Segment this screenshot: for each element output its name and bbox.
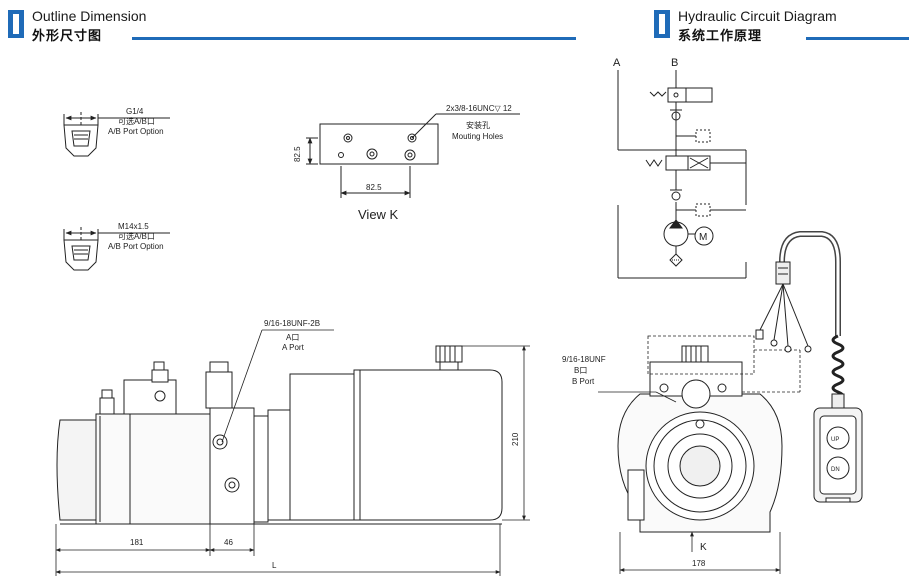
hydraulic-circuit-title-en: Hydraulic Circuit Diagram: [678, 8, 837, 24]
side-view-dimensions: [55, 329, 530, 576]
header-marker-icon: [654, 10, 670, 38]
remote-up-label: UP: [831, 437, 839, 443]
outline-dimension-header: Outline Dimension 外形尺寸图: [8, 8, 578, 43]
view-k-plate: [306, 113, 520, 198]
b-port-en: B Port: [572, 377, 595, 386]
view-k-horizontal-dim: 82.5: [366, 183, 382, 192]
header-marker-icon: [8, 10, 24, 38]
g14-cn-label: 可选A/B口: [118, 116, 155, 126]
m14-en-label: A/B Port Option: [108, 242, 164, 251]
circuit-motor-label: M: [699, 232, 707, 243]
end-view-power-unit: [617, 345, 783, 533]
m14-cn-label: 可选A/B口: [118, 231, 155, 241]
dim-l-label: L: [272, 561, 277, 570]
a-port-cn: A口: [286, 333, 299, 342]
g14-en-label: A/B Port Option: [108, 127, 164, 136]
mounting-holes-cn: 安装孔: [466, 120, 490, 130]
g14-size-label: G1/4: [126, 107, 144, 116]
end-view-dimensions: [598, 335, 801, 574]
dim-178-label: 178: [692, 559, 706, 568]
m14-size-label: M14x1.5: [118, 222, 149, 231]
circuit-label-a: A: [613, 57, 621, 69]
outline-dimension-title-en: Outline Dimension: [32, 8, 147, 24]
hydraulic-circuit-title-cn: 系统工作原理: [678, 28, 763, 43]
circuit-label-b: B: [671, 57, 678, 69]
hydraulic-circuit-header: Hydraulic Circuit Diagram 系统工作原理: [654, 8, 909, 43]
port-detail-m14: [63, 227, 170, 271]
hydraulic-circuit-diagram: [617, 70, 747, 279]
a-port-spec: 9/16-18UNF-2B: [264, 319, 320, 328]
outline-dimension-title-cn: 外形尺寸图: [32, 28, 103, 43]
b-port-cn: B口: [574, 366, 587, 375]
mounting-holes-en: Mouting Holes: [452, 132, 503, 141]
port-detail-g14: [63, 112, 170, 157]
remote-down-label: DN: [831, 467, 840, 473]
view-k-title: View K: [358, 207, 399, 222]
header-underline: [132, 37, 576, 40]
b-port-spec: 9/16-18UNF: [562, 355, 606, 364]
side-view-power-unit: [56, 345, 503, 525]
mounting-holes-spec: 2x3/8-16UNC▽ 12: [446, 104, 512, 113]
dim-210-label: 210: [511, 432, 520, 446]
remote-control-pendant: [755, 231, 863, 503]
dim-46-label: 46: [224, 538, 233, 547]
k-view-label: K: [700, 542, 707, 553]
a-port-en: A Port: [282, 343, 305, 352]
view-k-vertical-dim: 82.5: [293, 146, 302, 162]
header-underline: [806, 37, 909, 40]
dim-181-label: 181: [130, 538, 144, 547]
